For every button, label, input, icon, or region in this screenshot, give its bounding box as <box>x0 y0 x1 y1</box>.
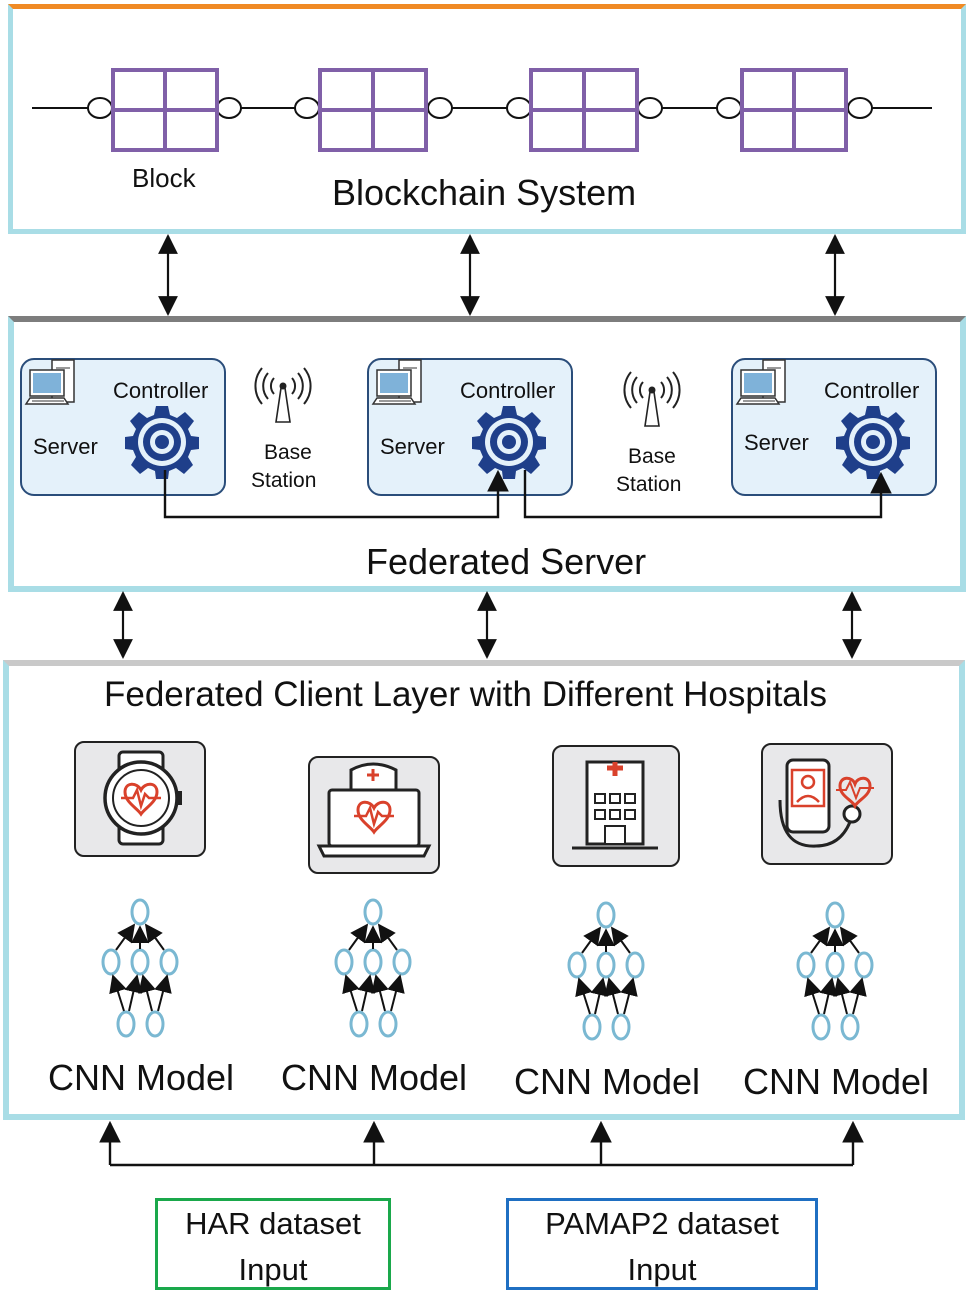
laptop-nurse-heart-icon <box>316 762 432 858</box>
cnn-model-label-2: CNN Model <box>281 1057 468 1098</box>
har-dataset-line2: Input <box>238 1252 308 1287</box>
gear-icon <box>836 406 910 479</box>
pamap2-dataset-line2: Input <box>627 1252 697 1287</box>
server-label-2: Server <box>380 434 445 459</box>
controller-label-3: Controller <box>824 378 920 403</box>
computer-icon <box>372 359 422 405</box>
server-node-2 <box>367 358 573 496</box>
dataset-input-bus <box>99 1120 864 1167</box>
federated-server-title: Federated Server <box>366 541 647 582</box>
server-label-3: Server <box>744 430 809 455</box>
computer-icon <box>736 359 786 405</box>
neural-network-icon <box>336 900 410 1036</box>
controller-label-1: Controller <box>113 378 209 403</box>
neural-network-icon <box>569 903 643 1039</box>
antenna-tower-icon <box>254 367 312 423</box>
controller-links <box>163 469 892 519</box>
har-dataset-box: HAR dataset Input <box>155 1198 391 1290</box>
neural-network-icon <box>798 903 872 1039</box>
neural-network-icon <box>103 900 177 1036</box>
blockchain-title: Blockchain System <box>332 172 637 213</box>
blockchain-chain <box>32 68 932 152</box>
base-station-label-1a: Base <box>264 441 312 464</box>
gear-icon <box>472 406 546 479</box>
client-layer-title: Federated Client Layer with Different Ho… <box>104 675 828 714</box>
cnn-model-label-4: CNN Model <box>743 1061 930 1102</box>
base-station-label-1b: Station <box>251 469 317 492</box>
hospital-building-icon <box>572 760 658 850</box>
base-station-label-2b: Station <box>616 473 682 496</box>
federated-client-layer <box>3 660 965 1120</box>
gear-icon <box>125 406 199 479</box>
computer-icon <box>25 359 75 405</box>
smartwatch-heart-icon <box>103 750 182 846</box>
pamap2-dataset-line1: PAMAP2 dataset <box>545 1206 779 1241</box>
cnn-model-label-3: CNN Model <box>514 1061 701 1102</box>
pamap2-dataset-box: PAMAP2 dataset Input <box>506 1198 818 1290</box>
server-label-1: Server <box>33 434 98 459</box>
base-station-label-2a: Base <box>628 445 676 468</box>
phone-stethoscope-icon <box>778 758 874 848</box>
cnn-model-label-1: CNN Model <box>48 1057 235 1098</box>
layer-arrows <box>113 234 862 659</box>
har-dataset-line1: HAR dataset <box>185 1206 361 1241</box>
block-label: Block <box>132 163 196 193</box>
antenna-tower-icon <box>623 371 681 427</box>
controller-label-2: Controller <box>460 378 556 403</box>
